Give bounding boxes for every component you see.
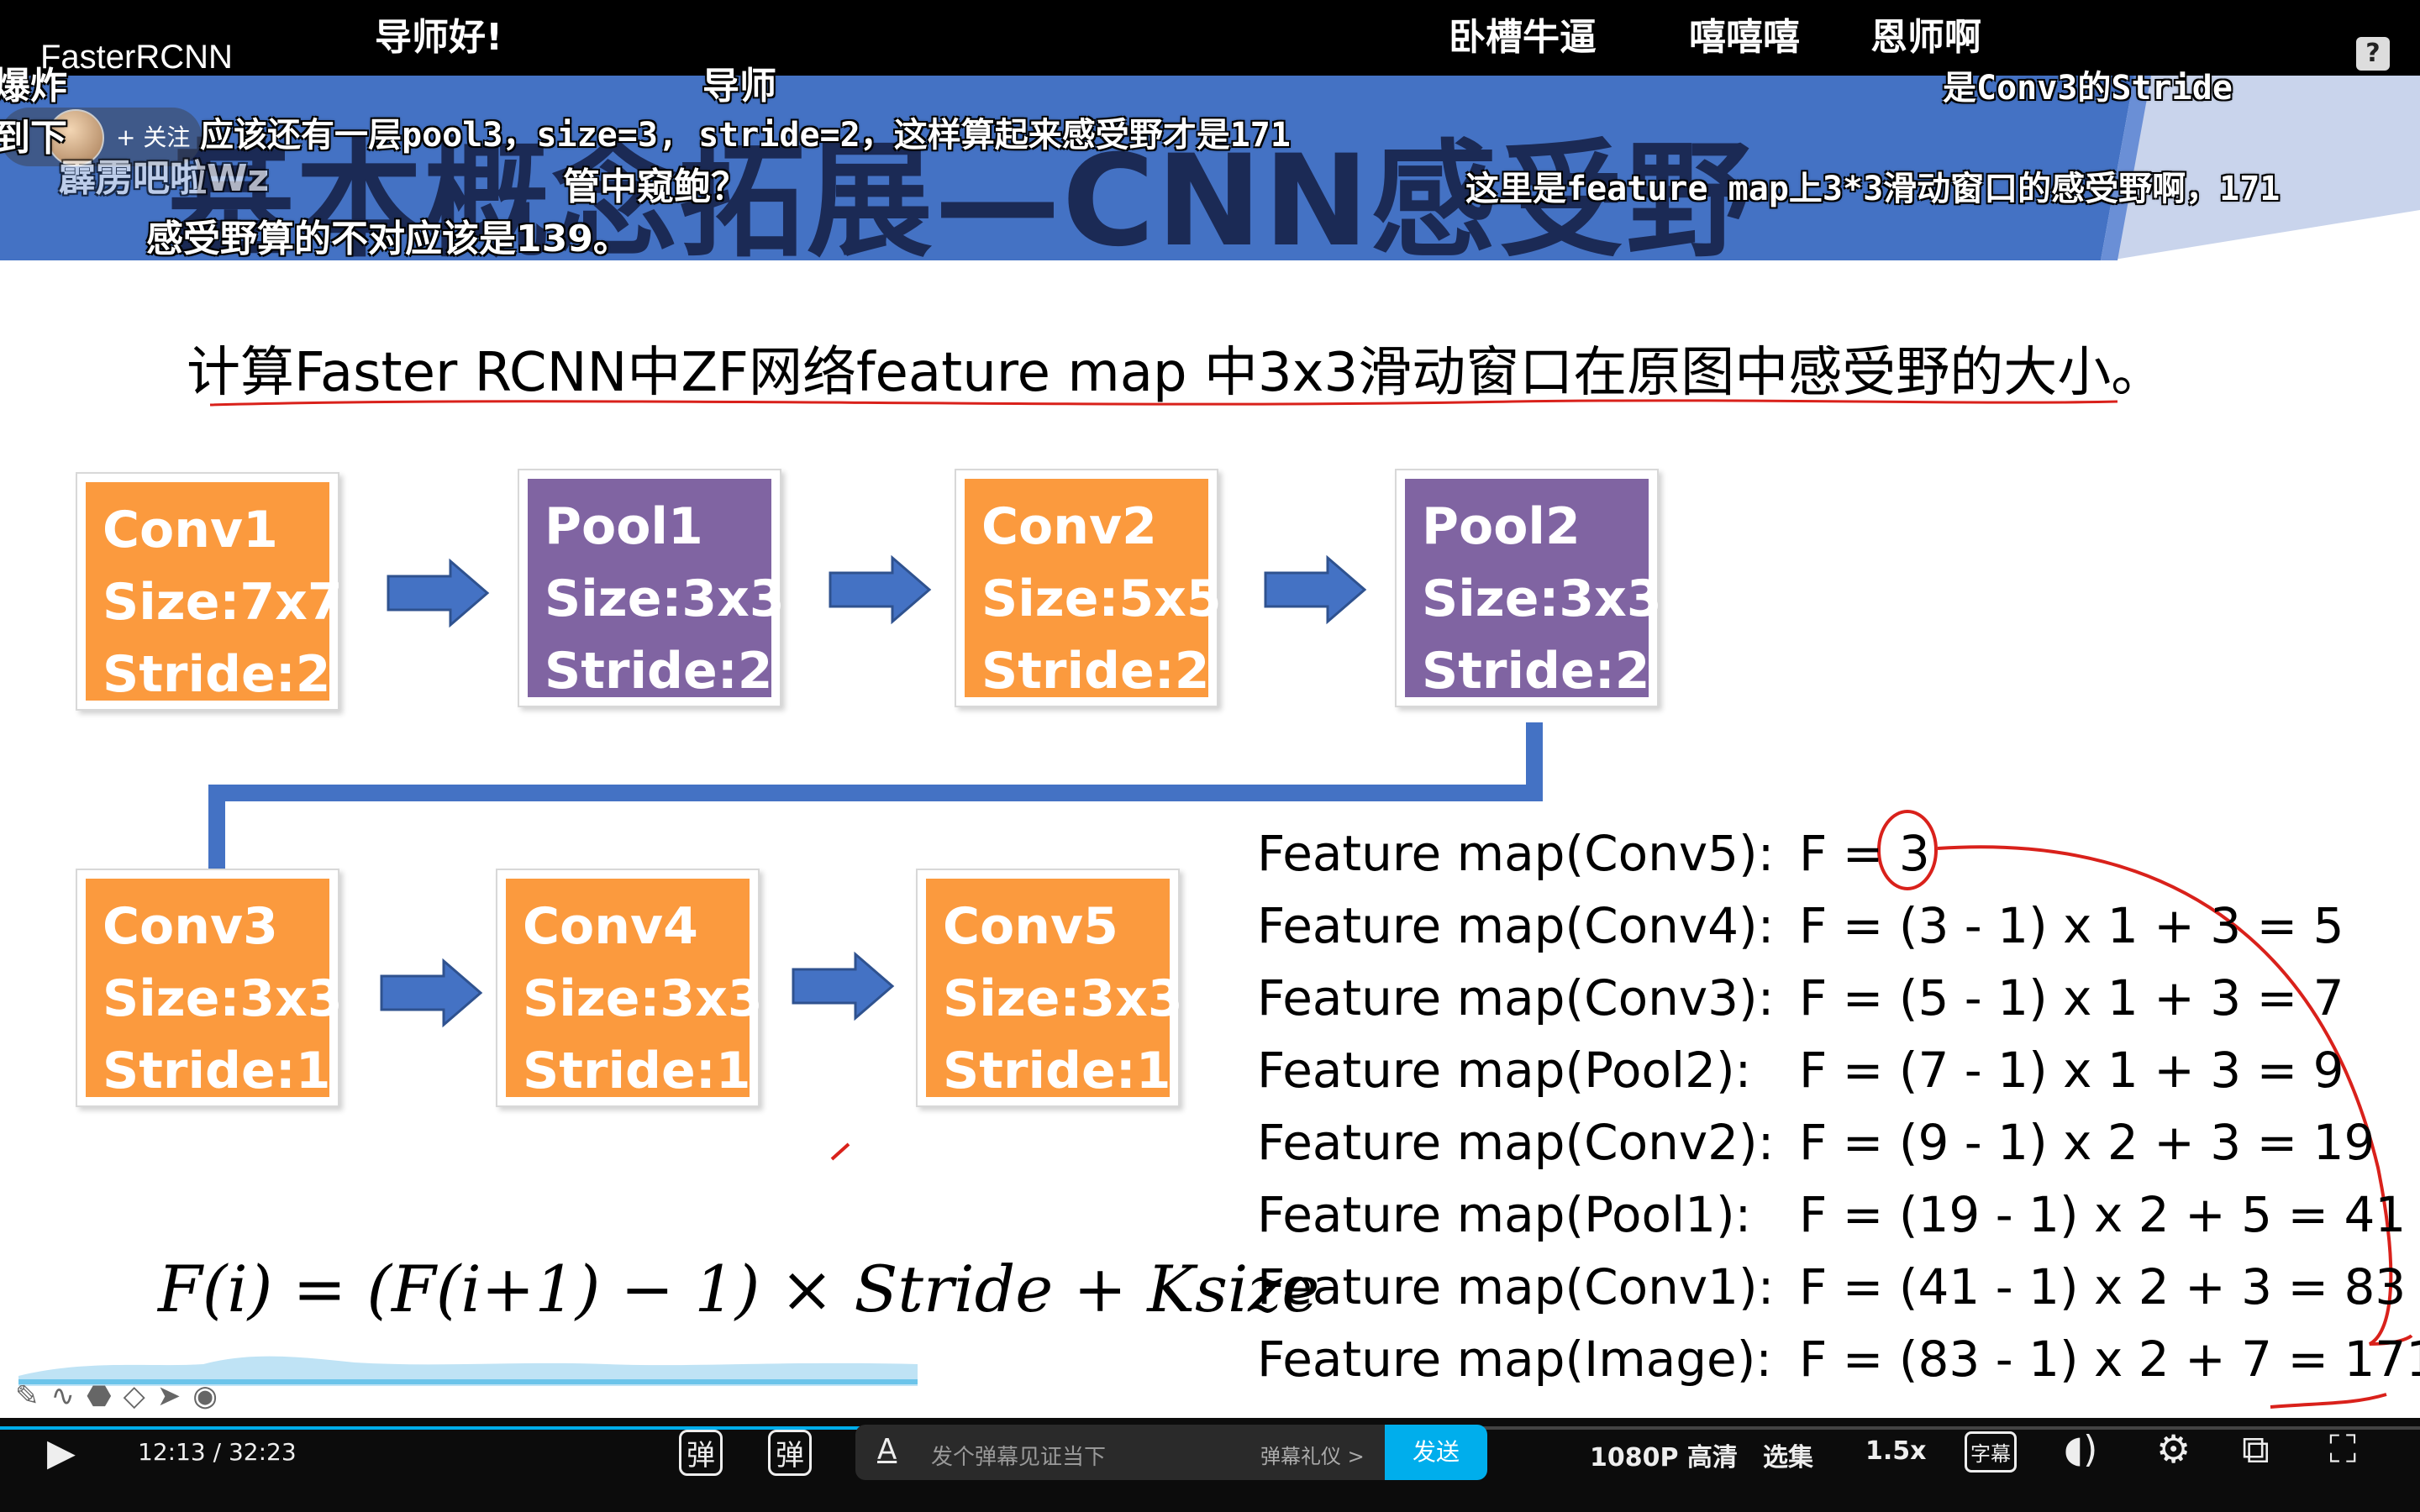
time-separator: / <box>213 1438 222 1466</box>
annotation-toolbar[interactable]: ✎∿⬣◇➤◉ <box>15 1379 229 1413</box>
current-time: 12:13 <box>138 1438 206 1466</box>
danmaku-etiquette-link[interactable]: 弹幕礼仪 > <box>1260 1445 1365 1468</box>
total-time: 32:23 <box>228 1438 297 1466</box>
feature-map-row: Feature map(Conv1):F = (41 - 1) x 2 + 3 … <box>1257 1258 2407 1315</box>
layer-name: Conv2 <box>981 497 1157 556</box>
flow-arrows <box>380 554 1367 1028</box>
layer-stride: Stride:1 <box>103 1042 331 1100</box>
danmaku-comment: 到下 <box>0 117 67 160</box>
help-icon[interactable]: ? <box>2356 37 2390 71</box>
feature-map-row: Feature map(Pool1):F = (19 - 1) x 2 + 5 … <box>1257 1186 2407 1243</box>
arrow-right-icon <box>380 958 483 1028</box>
feature-map-row: Feature map(Pool2):F = (7 - 1) x 1 + 3 =… <box>1257 1042 2344 1099</box>
time-display: 12:13 / 32:23 <box>138 1438 297 1466</box>
layer-box-conv1: Conv1 Size:7x7 Stride:2 <box>76 472 343 711</box>
feature-map-row: Feature map(Conv5):F = 3 <box>1257 825 1930 882</box>
layer-name: Conv5 <box>943 897 1118 956</box>
danmaku-comment: 卧槽牛逼 <box>1449 16 1597 59</box>
layer-box-conv2: Conv2 Size:5x5 Stride:2 <box>955 469 1222 707</box>
episodes-button[interactable]: 选集 <box>1763 1443 1813 1473</box>
audio-wave-decoration <box>18 1356 918 1386</box>
picture-in-picture-icon[interactable]: ⧉ <box>2242 1426 2270 1472</box>
layer-box-pool2: Pool2 Size:3x3 Stride:2 <box>1395 469 1662 707</box>
layer-stride: Stride:2 <box>544 642 773 701</box>
layer-stride: Stride:2 <box>103 645 331 704</box>
arrow-right-icon <box>792 951 895 1021</box>
danmaku-toggle-icon[interactable]: 弹 <box>679 1430 723 1476</box>
player-top-bar <box>0 0 2420 76</box>
uploader-watermark: 霹雳吧啦Wz <box>59 157 270 200</box>
layer-name: Pool2 <box>1422 497 1581 556</box>
arrow-right-icon <box>829 554 932 625</box>
fullscreen-icon[interactable]: ⛶ <box>2329 1426 2357 1472</box>
banner-title: 基本概念拓展—CNN感受野 <box>168 129 1754 275</box>
speed-selector[interactable]: 1.5x <box>1865 1436 1927 1466</box>
feature-map-row: Feature map(Conv2):F = (9 - 1) x 2 + 3 =… <box>1257 1114 2375 1171</box>
volume-icon[interactable]: ◖) <box>2064 1428 2098 1471</box>
slide-banner: 基本概念拓展—CNN感受野 <box>0 76 2420 275</box>
danmaku-comment: 导师好! <box>375 16 503 59</box>
layer-box-conv3: Conv3 Size:3x3 Stride:1 <box>76 869 343 1107</box>
danmaku-comment: 嘻嘻嘻 <box>1689 16 1800 59</box>
feature-map-row: Feature map(Image):F = (83 - 1) x 2 + 7 … <box>1257 1331 2420 1388</box>
progress-fill <box>0 1426 913 1430</box>
arrow-right-icon <box>1264 554 1367 625</box>
danmaku-comment: 这里是feature map上3*3滑动窗口的感受野啊，171 <box>1465 170 2281 208</box>
layer-size: Size:3x3 <box>544 570 785 628</box>
danmaku-comment: 恩师啊 <box>1870 16 1981 59</box>
layer-name: Pool1 <box>544 497 703 556</box>
layer-size: Size:7x7 <box>103 573 343 632</box>
settings-gear-icon[interactable]: ⚙ <box>2156 1426 2191 1472</box>
danmaku-comment: 感受野算的不对应该是139。 <box>146 218 630 260</box>
feature-map-row: Feature map(Conv4):F = (3 - 1) x 1 + 3 =… <box>1257 897 2344 954</box>
slide: 基本概念拓展—CNN感受野 计算Faster RCNN中ZF网络feature … <box>0 76 2420 1433</box>
subtitle-toggle-icon[interactable]: 字幕 <box>1965 1431 2017 1473</box>
banner-background <box>0 76 2420 260</box>
play-icon[interactable]: ▶ <box>47 1431 76 1474</box>
danmaku-settings-icon[interactable]: 弹 <box>768 1430 812 1476</box>
receptive-field-formula: F(i) = (F(i+1) − 1) × Stride + Ksize <box>158 1252 1320 1326</box>
layer-size: Size:3x3 <box>523 969 763 1028</box>
layer-stride: Stride:2 <box>1422 642 1650 701</box>
layer-size: Size:3x3 <box>103 969 343 1028</box>
danmaku-comment: 爆炸 <box>0 65 67 108</box>
layer-name: Conv3 <box>103 897 278 956</box>
layer-box-conv5: Conv5 Size:3x3 Stride:1 <box>916 869 1183 1107</box>
layer-size: Size:3x3 <box>943 969 1183 1028</box>
arrow-right-icon <box>387 558 490 628</box>
layer-name: Conv4 <box>523 897 698 956</box>
text-style-icon[interactable]: A <box>877 1433 897 1467</box>
layer-stride: Stride:1 <box>523 1042 751 1100</box>
danmaku-comment: 管中窥鲍？ <box>563 165 748 208</box>
layer-name: Conv1 <box>103 501 278 559</box>
layer-box-pool1: Pool1 Size:3x3 Stride:2 <box>518 469 785 707</box>
follow-button[interactable]: + 关注 <box>116 123 191 151</box>
layer-box-conv4: Conv4 Size:3x3 Stride:1 <box>496 869 763 1107</box>
danmaku-comment: 应该还有一层pool3，size=3, stride=2，这样算起来感受野才是1… <box>200 116 1291 155</box>
layer-size: Size:5x5 <box>981 570 1222 628</box>
avatar[interactable] <box>47 109 104 166</box>
layer-stride: Stride:2 <box>981 642 1210 701</box>
feature-map-row: Feature map(Conv3):F = (5 - 1) x 1 + 3 =… <box>1257 969 2344 1026</box>
layer-size: Size:3x3 <box>1422 570 1662 628</box>
send-button[interactable]: 发送 <box>1385 1425 1487 1480</box>
video-title: FasterRCNN <box>40 39 233 76</box>
danmaku-comment: 导师 <box>702 65 776 108</box>
annotation-layer <box>208 399 2413 1409</box>
danmaku-placeholder: 发个弹幕见证当下 <box>931 1445 1107 1470</box>
slide-subtitle: 计算Faster RCNN中ZF网络feature map 中3x3滑动窗口在原… <box>187 342 2165 404</box>
layer-stride: Stride:1 <box>943 1042 1171 1100</box>
danmaku-input[interactable] <box>855 1425 1385 1480</box>
quality-selector[interactable]: 1080P 高清 <box>1590 1443 1738 1473</box>
danmaku-comment: 是Conv3的Stride <box>1943 69 2233 108</box>
